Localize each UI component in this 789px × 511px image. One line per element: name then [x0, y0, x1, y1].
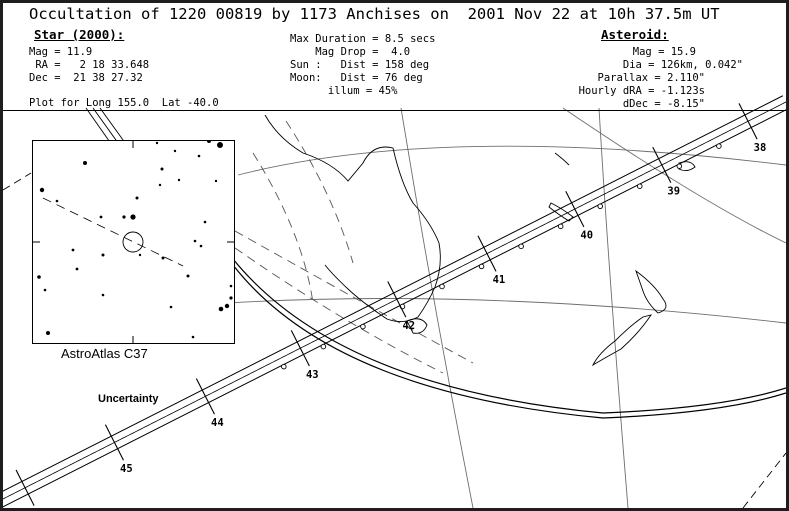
path-minute-tick: [290, 330, 310, 367]
graticule-arc: [237, 145, 786, 176]
path-minute-tick: [387, 281, 407, 318]
path-site-marker: [716, 143, 722, 149]
path-minute-tick: [477, 235, 497, 272]
graticule-meridian: [400, 107, 474, 508]
new-caledonia: [548, 202, 574, 222]
path-minute-tick: [652, 146, 672, 184]
sun-distance: Sun : Dist = 158 deg: [290, 59, 430, 71]
star-mag: Mag = 11.9: [29, 46, 93, 58]
map-canvas: 383940414243444546: [3, 95, 786, 508]
path-minute-label: 44: [211, 417, 224, 429]
moon-illumination: illum = 45%: [290, 85, 398, 97]
path-north-limit: [3, 95, 784, 492]
path-minute-label: 42: [402, 320, 415, 332]
new-zealand-south: [591, 314, 653, 367]
sun-altitude-line: [252, 152, 314, 304]
graticule-arc: [227, 298, 786, 324]
path-minute-label: 41: [493, 274, 506, 286]
path-site-marker: [597, 203, 603, 210]
path-site-marker: [439, 283, 445, 290]
edge-dash: [3, 172, 32, 191]
field-stars: [37, 141, 233, 339]
mag-drop: Mag Drop = 4.0: [290, 46, 411, 58]
uncertainty-label: Uncertainty: [98, 393, 159, 405]
path-site-marker: [557, 223, 564, 230]
star-dec: Dec = 21 38 27.32: [29, 72, 143, 84]
sun-altitude-line: [285, 120, 354, 264]
asteroid-motion-line: [42, 197, 184, 267]
path-minute-tick: [104, 424, 124, 461]
path-minute-ticks: 383940414243444546: [15, 103, 767, 506]
asteroid-hourly-dra: Hourly dRA = -1.123s: [578, 85, 705, 97]
tasmania-coast: [406, 318, 428, 334]
graticule-meridian: [598, 107, 629, 508]
max-duration: Max Duration = 8.5 secs: [290, 33, 436, 45]
path-site-marker: [637, 183, 643, 189]
chart-title: Occultation of 1220 00819 by 1173 Anchis…: [29, 5, 720, 23]
target-star-circle: [122, 231, 144, 253]
path-site-marker: [360, 323, 366, 330]
star-field: [33, 141, 234, 343]
header-separator: [3, 110, 786, 111]
path-minute-label: 43: [306, 369, 319, 381]
new-zealand-north: [635, 269, 667, 314]
plot-location: Plot for Long 155.0 Lat -40.0: [29, 97, 219, 109]
path-centre-line: [3, 101, 786, 500]
graticule-arc: [562, 107, 786, 244]
asteroid-heading: Asteroid:: [601, 27, 669, 42]
fiji-island: [678, 161, 696, 172]
path-minute-label: 40: [580, 230, 593, 242]
path-site-marker: [320, 343, 327, 350]
asteroid-diameter: Dia = 126km, 0.042": [622, 59, 743, 71]
edge-dash: [742, 452, 786, 508]
path-minute-tick: [738, 103, 758, 140]
path-site-marker: [676, 163, 683, 169]
path-minute-label: 39: [667, 186, 680, 198]
twilight-line: [234, 230, 474, 364]
asteroid-ddec: dDec = -8.15": [622, 98, 705, 110]
asteroid-mag: Mag = 15.9: [632, 46, 696, 58]
island-chain: [554, 152, 570, 166]
star-heading: Star (2000):: [34, 27, 125, 42]
inset-caption: AstroAtlas C37: [61, 346, 148, 361]
twilight-line: [234, 247, 444, 374]
earth-limb-inner: [232, 258, 786, 414]
path-site-marker: [281, 363, 287, 370]
star-ra: RA = 2 18 33.648: [29, 59, 150, 71]
path-south-limit: [3, 109, 786, 508]
path-minute-tick: [15, 469, 35, 506]
path-site-marker: [478, 263, 485, 270]
path-minute-label: 38: [754, 142, 767, 154]
earth-limb: [232, 264, 786, 419]
uncertainty-markers: [281, 143, 722, 370]
asteroid-parallax: Parallax = 2.110": [597, 72, 705, 84]
path-site-marker: [518, 243, 524, 250]
moon-distance: Moon: Dist = 76 deg: [290, 72, 423, 84]
path-minute-label: 45: [120, 463, 133, 475]
path-minute-tick: [195, 378, 215, 415]
path-minute-tick: [565, 190, 585, 228]
star-field-inset: [32, 140, 235, 344]
